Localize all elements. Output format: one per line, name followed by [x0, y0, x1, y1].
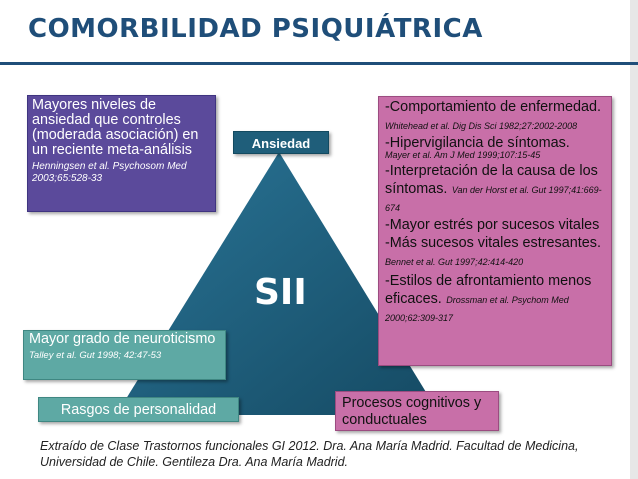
source-caption: Extraído de Clase Trastornos funcionales…	[40, 439, 579, 469]
list-item: -Más sucesos vitales estresantes. Bennet…	[385, 234, 605, 270]
cognitive-processes-label: Procesos cognitivos y conductuales	[335, 391, 499, 431]
list-item: -Hipervigilancia de síntomas. Mayer et a…	[385, 136, 605, 160]
slide-side-bar	[630, 0, 638, 479]
neuroticism-reference: Talley et al. Gut 1998; 42:47-53	[29, 350, 162, 361]
item-text: -Más sucesos vitales estresantes.	[385, 235, 601, 251]
list-item: -Comportamiento de enfermedad. Whitehead…	[385, 98, 605, 134]
title-divider	[0, 62, 638, 65]
cognitive-behavioral-box: -Comportamiento de enfermedad. Whitehead…	[378, 96, 612, 366]
center-label: SII	[254, 272, 307, 313]
item-text: -Mayor estrés por sucesos vitales	[385, 217, 600, 233]
item-reference: Mayer et al. Am J Med 1999;107:15-45	[385, 150, 541, 160]
item-reference: Van der Horst et al. Gut 1997;41:669-674	[385, 185, 602, 213]
personality-traits-label: Rasgos de personalidad	[38, 397, 239, 422]
anxiety-text: Mayores niveles de ansiedad que controle…	[32, 97, 199, 158]
item-text: -Comportamiento de enfermedad.	[385, 99, 601, 115]
item-text: -Interpretación de la causa de los sínto…	[385, 163, 598, 197]
neuroticism-box: Mayor grado de neuroticismo Talley et al…	[23, 330, 226, 380]
anxiety-reference: Henningsen et al. Psychosom Med 2003;65:…	[32, 161, 187, 184]
item-reference: Bennet et al. Gut 1997;42:414-420	[385, 257, 524, 267]
anxiety-box: Mayores niveles de ansiedad que controle…	[27, 95, 216, 212]
item-text: -Hipervigilancia de síntomas.	[385, 135, 570, 151]
list-item: -Mayor estrés por sucesos vitales	[385, 218, 605, 232]
list-item: -Interpretación de la causa de los sínto…	[385, 162, 605, 216]
item-text: -Estilos de afrontamiento menos eficaces…	[385, 273, 592, 307]
item-reference: Whitehead et al. Dig Dis Sci 1982;27:200…	[385, 121, 578, 131]
anxiety-label: Ansiedad	[233, 131, 329, 154]
neuroticism-text: Mayor grado de neuroticismo	[29, 331, 216, 347]
item-reference: Drossman et al. Psychom Med 2000;62:309-…	[385, 295, 569, 323]
list-item: -Estilos de afrontamiento menos eficaces…	[385, 272, 605, 326]
page-title: COMORBILIDAD PSIQUIÁTRICA	[28, 14, 483, 44]
